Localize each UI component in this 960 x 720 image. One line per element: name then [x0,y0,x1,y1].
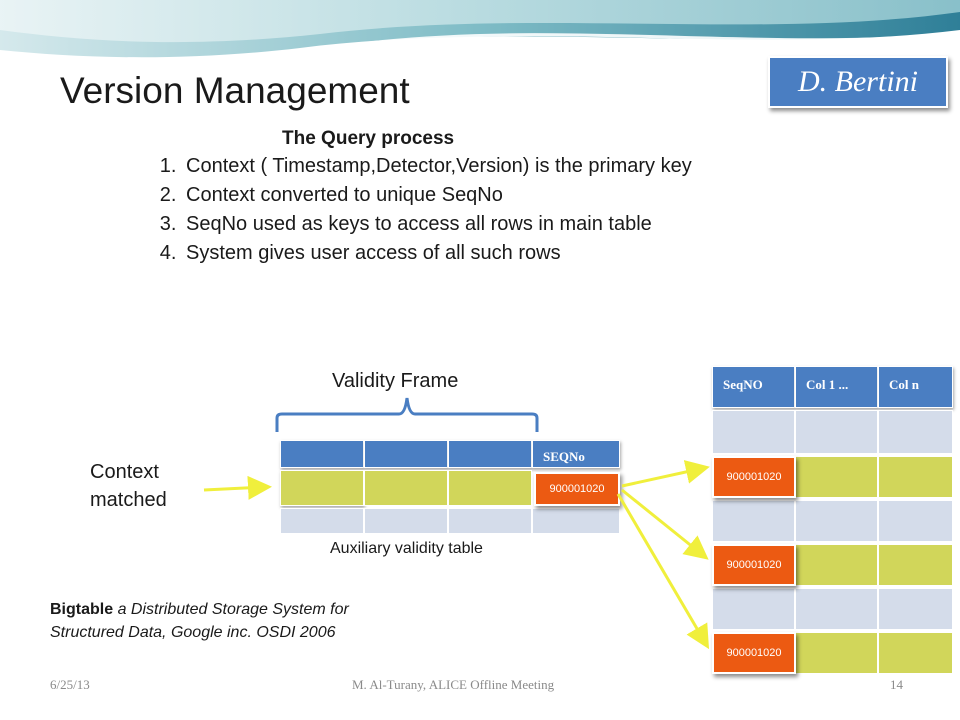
aux-empty-cell [448,508,532,534]
query-steps-list: Context ( Timestamp,Detector,Version) is… [138,152,692,268]
citation: Bigtable a Distributed Storage System fo… [50,601,349,641]
main-matched-cell [878,544,953,586]
main-header-seqno: SeqNO [712,366,795,408]
aux-seqno-header: SEQNo [532,440,620,468]
citation-bold: Bigtable [50,601,114,618]
seqno-arrow [616,493,710,650]
main-header-col1: Col 1 ... [795,366,878,408]
aux-header-cell [364,440,448,468]
query-heading: The Query process [282,128,455,149]
seqno-arrow [621,488,709,560]
author-badge: D. Bertini [768,56,948,108]
aux-header-cell [448,440,532,468]
context-arrow [203,475,272,500]
main-cell [878,410,953,454]
main-seqno-value: 900001020 [712,632,796,674]
main-matched-cell [878,456,953,498]
main-matched-cell [795,456,878,498]
aux-matched-cell [448,470,532,506]
author-name: D. Bertini [798,65,918,98]
footer-page-number: 14 [890,677,903,692]
query-step: SeqNo used as keys to access all rows in… [182,210,692,239]
aux-matched-cell [364,470,448,506]
aux-empty-cell [364,508,448,534]
footer-date: 6/25/13 [50,677,90,692]
aux-empty-cell [532,508,620,534]
query-step: System gives user access of all such row… [182,239,692,268]
aux-table-label: Auxiliary validity table [330,540,483,557]
main-cell [712,588,795,630]
aux-header-cell [280,440,364,468]
query-step: Context converted to unique SeqNo [182,181,692,210]
query-step: Context ( Timestamp,Detector,Version) is… [182,152,692,181]
main-cell [795,588,878,630]
main-header-coln: Col n [878,366,953,408]
validity-frame-brace [275,397,539,432]
aux-empty-cell [280,508,364,534]
main-seqno-value: 900001020 [712,456,796,498]
main-cell [795,410,878,454]
validity-frame-label: Validity Frame [332,370,459,392]
main-cell [712,500,795,542]
main-cell [795,500,878,542]
footer-center: M. Al-Turany, ALICE Offline Meeting [352,677,555,692]
main-seqno-value: 900001020 [712,544,796,586]
header-wave-decoration [0,0,960,64]
aux-matched-cell [280,470,364,506]
seqno-arrow [621,460,710,488]
main-cell [878,500,953,542]
aux-seqno-value: 900001020 [534,472,620,506]
main-matched-cell [795,632,878,674]
main-matched-cell [878,632,953,674]
main-cell [878,588,953,630]
main-cell [712,410,795,454]
slide-title: Version Management [60,70,410,111]
context-matched-label: Context matched [90,461,167,511]
